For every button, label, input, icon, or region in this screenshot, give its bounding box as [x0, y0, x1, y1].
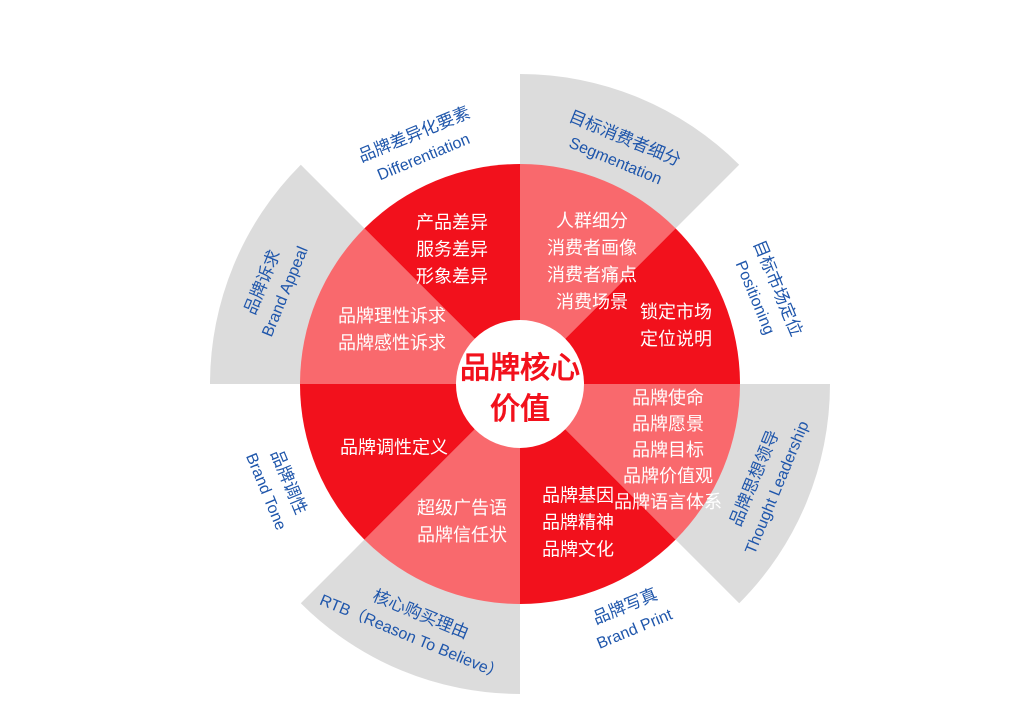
sector-line: 人群细分	[556, 211, 628, 231]
center-title-line2: 价值	[490, 393, 550, 426]
sector-line: 形象差异	[416, 266, 488, 287]
sector-line: 定位说明	[640, 329, 712, 349]
sector-text-segmentation: 人群细分 消费者画像 消费者痛点 消费场景	[547, 208, 637, 316]
sector-brand-print	[520, 384, 676, 604]
sector-text-positioning: 锁定市场 定位说明	[640, 299, 712, 353]
center-title: 品牌核心 价值	[460, 348, 580, 430]
sector-line: 品牌理性诉求	[338, 306, 446, 326]
sector-positioning	[520, 228, 740, 384]
sector-text-brand-tone: 品牌调性定义	[340, 435, 448, 462]
sector-thought-leadership	[520, 384, 740, 540]
sector-line: 品牌价值观	[623, 466, 713, 486]
sector-text-brand-appeal: 品牌理性诉求 品牌感性诉求	[338, 303, 446, 357]
sector-line: 品牌感性诉求	[338, 333, 446, 353]
sector-line: 服务差异	[416, 239, 488, 260]
sector-line: 产品差异	[416, 212, 488, 233]
sector-segmentation	[520, 164, 676, 384]
sector-line: 品牌调性定义	[340, 437, 448, 458]
sector-line: 消费者画像	[547, 238, 637, 258]
sector-brand-appeal	[299, 228, 520, 384]
sector-line: 锁定市场	[640, 302, 712, 322]
sector-text-differentiation: 产品差异 服务差异 形象差异	[416, 210, 488, 291]
sector-line: 品牌文化	[542, 539, 614, 560]
sector-line: 超级广告语	[417, 498, 507, 518]
sector-line: 品牌使命	[632, 388, 704, 408]
sector-rtb	[364, 384, 520, 604]
sector-line: 消费场景	[556, 292, 628, 312]
sector-text-rtb: 超级广告语 品牌信任状	[417, 495, 507, 549]
center-circle	[456, 320, 584, 448]
sector-text-thought-leadership: 品牌使命 品牌愿景 品牌目标 品牌价值观 品牌语言体系	[614, 385, 722, 515]
sector-line: 品牌精神	[542, 512, 614, 533]
sector-text-brand-print: 品牌基因 品牌精神 品牌文化	[542, 483, 614, 564]
center-title-line1: 品牌核心	[460, 352, 580, 385]
sector-line: 品牌语言体系	[614, 492, 722, 512]
sector-line: 品牌基因	[542, 485, 614, 506]
sector-line: 消费者痛点	[547, 265, 637, 285]
sector-line: 品牌信任状	[417, 525, 507, 545]
sector-line: 品牌目标	[632, 440, 704, 460]
sector-brand-tone	[299, 384, 520, 540]
sector-line: 品牌愿景	[632, 414, 704, 434]
sector-differentiation	[364, 164, 520, 384]
